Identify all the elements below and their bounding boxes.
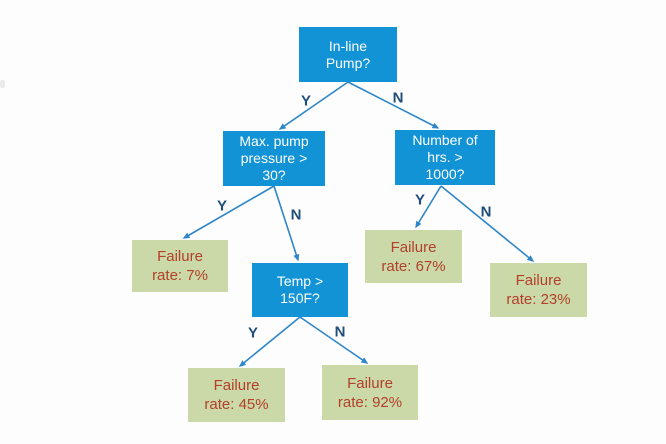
branch-label-pressure-no: N: [290, 206, 302, 224]
decision-node-number-of-hrs: Number of hrs. > 1000?: [395, 130, 495, 185]
branch-label-temp-yes: Y: [247, 324, 259, 342]
edge-hours-no: [440, 185, 535, 262]
branch-label-hours-yes: Y: [414, 191, 426, 209]
branch-label-root-no: N: [392, 89, 404, 107]
edge-pressure-yes: [182, 185, 275, 239]
decision-node-max-pump-pressure: Max. pump pressure > 30?: [223, 131, 325, 186]
edge-temp-no: [299, 316, 369, 364]
leaf-node-failure-rate-7: Failure rate: 7%: [132, 240, 228, 292]
branch-label-pressure-yes: Y: [216, 197, 228, 215]
leaf-node-failure-rate-23: Failure rate: 23%: [490, 263, 587, 317]
decision-node-inline-pump: In-line Pump?: [299, 27, 397, 82]
branch-label-hours-no: N: [480, 203, 492, 221]
branch-label-root-yes: Y: [300, 92, 312, 110]
edge-root-no: [347, 81, 440, 129]
edge-root-yes: [278, 81, 349, 130]
branch-label-temp-no: N: [334, 323, 346, 341]
decision-node-temp: Temp > 150F?: [252, 263, 348, 317]
scan-artifact: [0, 80, 5, 88]
leaf-node-failure-rate-45: Failure rate: 45%: [188, 368, 285, 422]
leaf-node-failure-rate-67: Failure rate: 67%: [365, 230, 462, 283]
edge-hours-yes: [415, 185, 442, 229]
edge-pressure-no: [273, 185, 300, 262]
leaf-node-failure-rate-92: Failure rate: 92%: [322, 365, 418, 420]
edge-temp-yes: [238, 316, 301, 367]
